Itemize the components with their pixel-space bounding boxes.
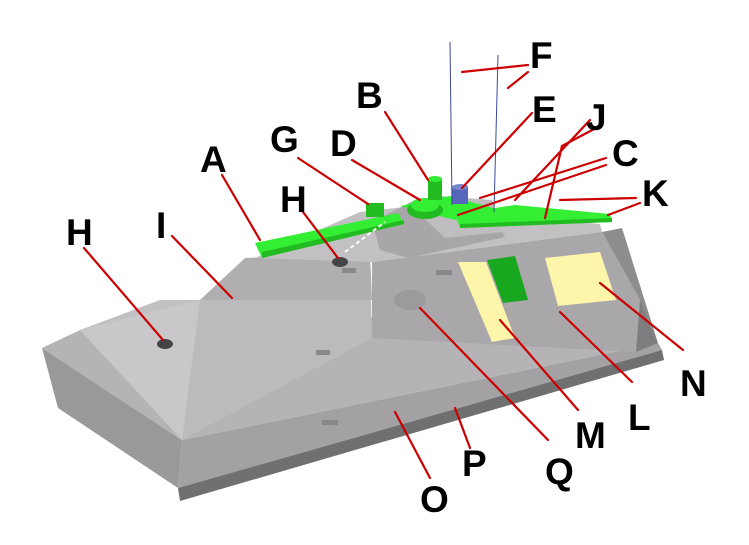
label-d: D <box>330 123 357 164</box>
leader-o <box>393 410 432 480</box>
cupola <box>332 257 348 267</box>
leader-d <box>350 158 422 202</box>
small-tower-top <box>428 176 442 182</box>
hull-upper-slope <box>200 252 372 300</box>
label-l: L <box>628 397 651 438</box>
label-k: K <box>642 173 669 214</box>
leader-h-middle <box>301 210 340 260</box>
leader-a <box>220 173 262 242</box>
label-e: E <box>532 89 557 130</box>
leader-h-left <box>82 246 165 342</box>
leader-i <box>170 234 234 300</box>
hull-glacis-shade <box>80 300 200 440</box>
deck-hatch <box>316 350 330 355</box>
leader-b <box>383 110 430 182</box>
deck-hatch <box>342 268 356 273</box>
label-b: B <box>356 75 383 116</box>
deck-hatch <box>322 420 338 425</box>
cupola <box>157 339 173 349</box>
callout-labels: F B E J G D C A K H H I N L M P Q O <box>66 35 707 520</box>
hull-left-front-face <box>42 348 182 488</box>
hull-right-end-lower <box>636 300 658 352</box>
label-a: A <box>200 139 227 180</box>
leader-c <box>478 156 608 200</box>
leader-k <box>558 196 638 202</box>
g-mount <box>366 203 384 217</box>
panel-green-dark <box>487 256 528 303</box>
leader-l <box>558 310 634 384</box>
leader-p <box>453 406 472 450</box>
label-m: M <box>575 415 606 456</box>
cupola-track <box>344 221 386 253</box>
side-port <box>394 290 426 310</box>
leader-g <box>296 156 370 206</box>
antenna-mast <box>449 41 453 206</box>
antenna-mast <box>493 54 499 213</box>
label-q: Q <box>545 451 574 492</box>
label-c: C <box>612 133 639 174</box>
leader-j <box>560 126 598 148</box>
leader-n <box>598 281 685 352</box>
leader-j <box>513 118 592 202</box>
label-p: P <box>462 443 487 484</box>
leader-q <box>418 306 550 442</box>
label-n: N <box>680 363 707 404</box>
leader-f <box>506 70 530 90</box>
hull-bottom-shadow <box>178 350 664 501</box>
weapon-systems <box>157 41 612 349</box>
panel-n <box>545 252 616 306</box>
leader-c <box>456 163 608 217</box>
vehicle-hull <box>42 196 664 501</box>
leader-e <box>460 111 534 190</box>
deck-hatch <box>436 270 452 275</box>
leader-k <box>606 201 642 217</box>
leader-lines <box>82 63 685 480</box>
small-tower <box>428 178 442 200</box>
turret-ring-top <box>411 198 439 212</box>
label-h-middle: H <box>280 179 307 220</box>
hull-lower-side <box>178 343 662 488</box>
label-f: F <box>530 35 553 76</box>
leader-m <box>498 318 580 412</box>
cannon-barrel-shade <box>262 220 404 258</box>
label-j: J <box>586 97 607 138</box>
sensor-turret <box>452 186 468 204</box>
label-i: I <box>156 205 166 246</box>
right-rail-shade <box>460 218 612 228</box>
hull-right-end-face <box>602 228 658 343</box>
leader-f <box>460 63 530 74</box>
label-o: O <box>420 479 449 520</box>
label-h-left: H <box>66 212 93 253</box>
label-g: G <box>270 119 299 160</box>
